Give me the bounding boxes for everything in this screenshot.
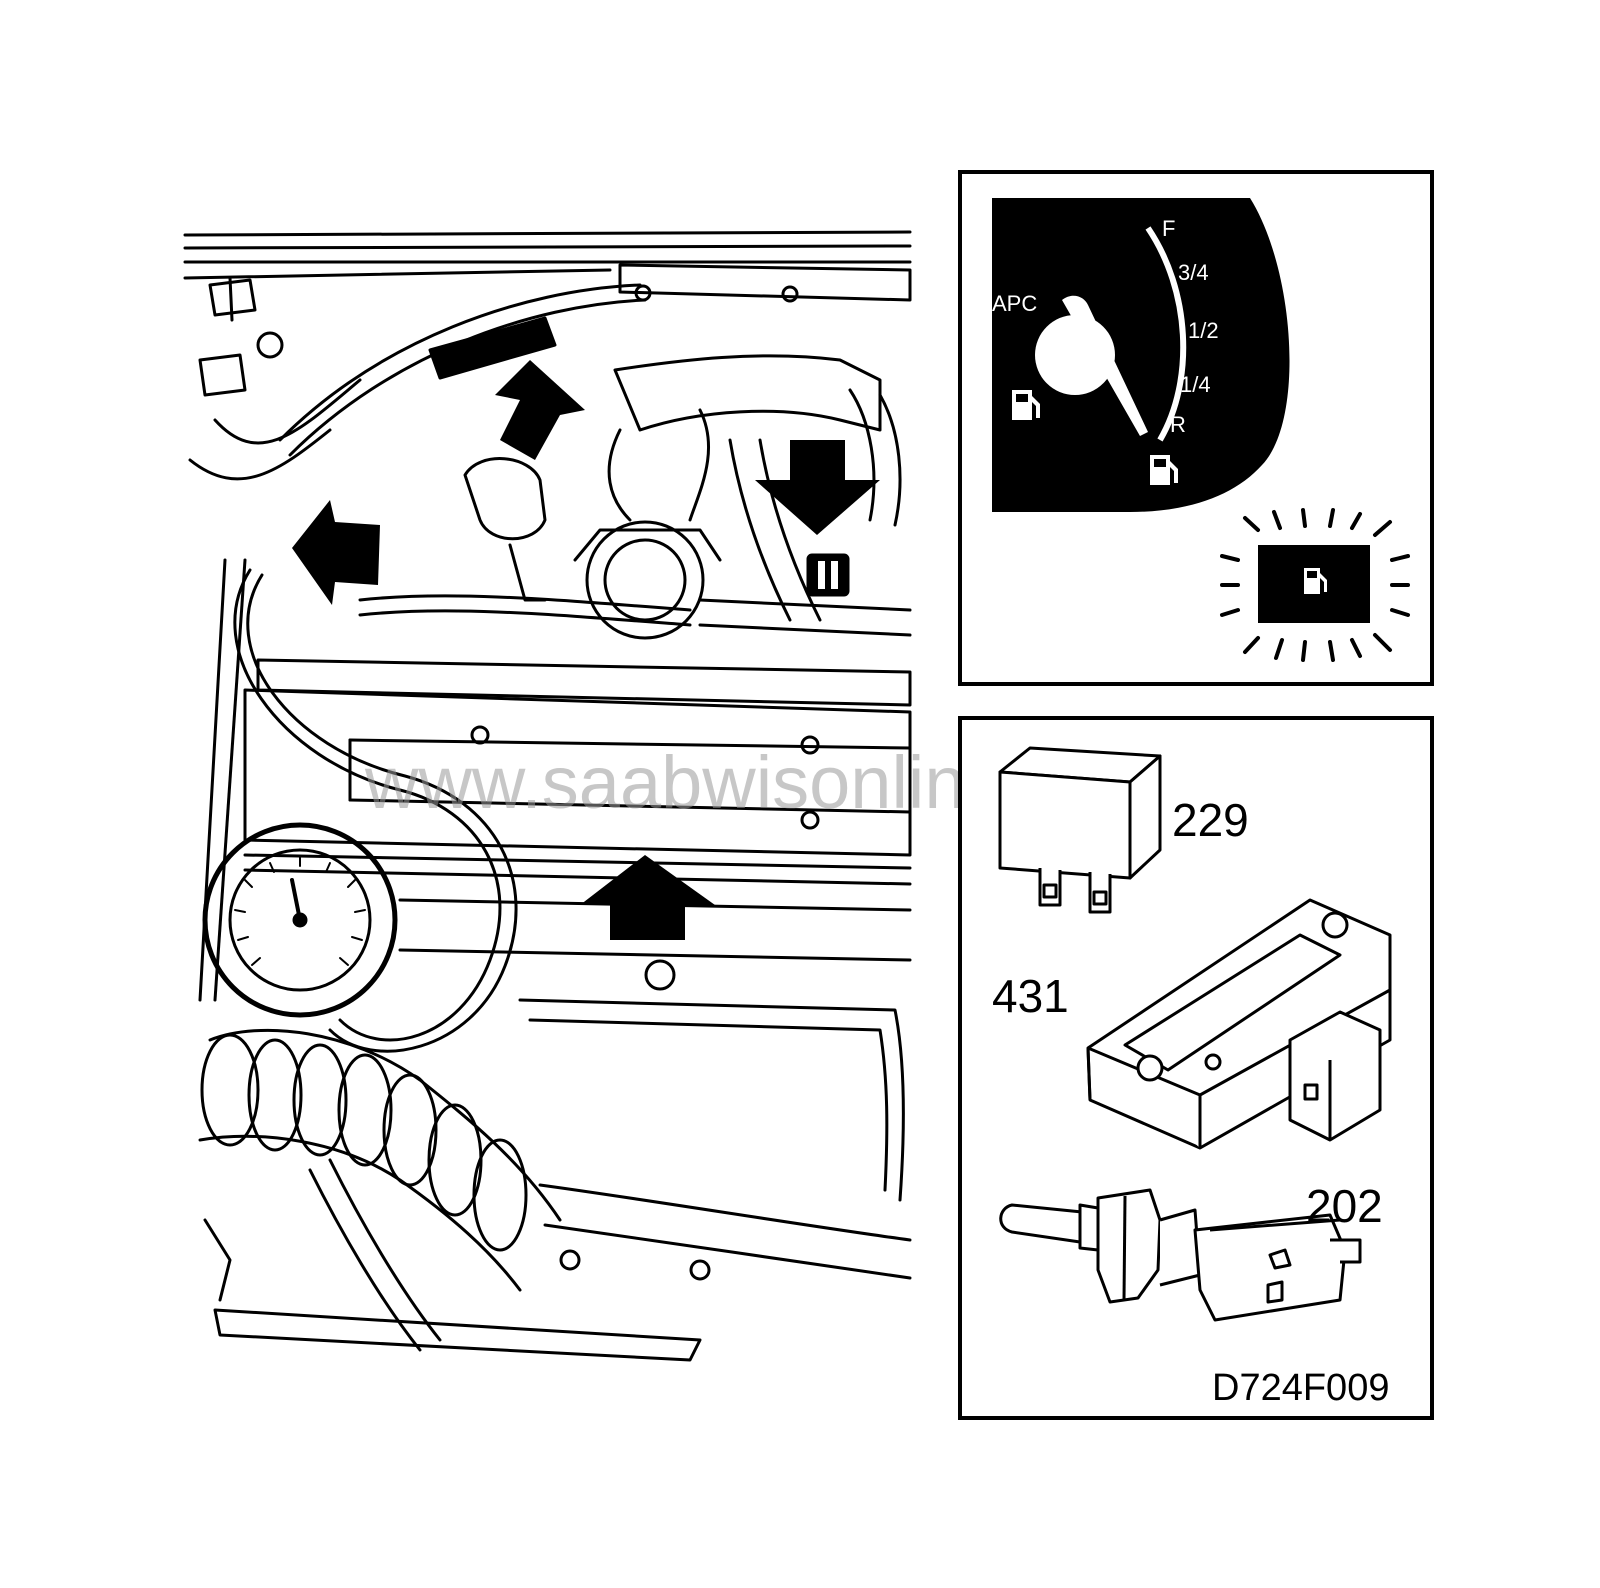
warning-lamp-rays [1220, 508, 1410, 662]
components-panel: 229 431 202 [958, 716, 1434, 1420]
label-temp-sensor-202: 202 [1306, 1180, 1383, 1232]
fuel-pump-icon [1012, 390, 1040, 420]
arrow-down-right [755, 440, 880, 535]
relay-drawing [998, 746, 1162, 914]
arrow-left [292, 500, 380, 605]
pressure-sensor-drawing [1086, 898, 1392, 1150]
fuel-gauge-panel: F 3/4 1/2 1/4 R APC [958, 170, 1434, 686]
engine-bay-illustration [183, 230, 912, 1362]
gauge-scale-arc [1145, 226, 1187, 442]
gauge-needle [1062, 295, 1148, 436]
gauge-label-full: F [1162, 216, 1175, 241]
label-relay-229: 229 [1172, 794, 1249, 846]
fuel-pump-icon [1150, 455, 1178, 485]
gauge-label-apc: APC [992, 291, 1037, 316]
drawing-id: D724F009 [1212, 1367, 1389, 1409]
fuel-pump-icon [1304, 568, 1327, 594]
gauge-label-half: 1/2 [1188, 318, 1219, 343]
gauge-label-three-quarter: 3/4 [1178, 260, 1209, 285]
label-pressure-sensor-431: 431 [992, 970, 1069, 1022]
gauge-label-quarter: 1/4 [1180, 372, 1211, 397]
arrow-up-center [580, 855, 715, 940]
arrow-upper-center [495, 360, 585, 460]
gauge-label-reserve: R [1170, 412, 1186, 437]
gauge-dial-ticks [234, 855, 366, 966]
gauge-face [992, 198, 1290, 512]
engine-arrows [292, 360, 880, 940]
temp-sensor-drawing [999, 1188, 1362, 1322]
